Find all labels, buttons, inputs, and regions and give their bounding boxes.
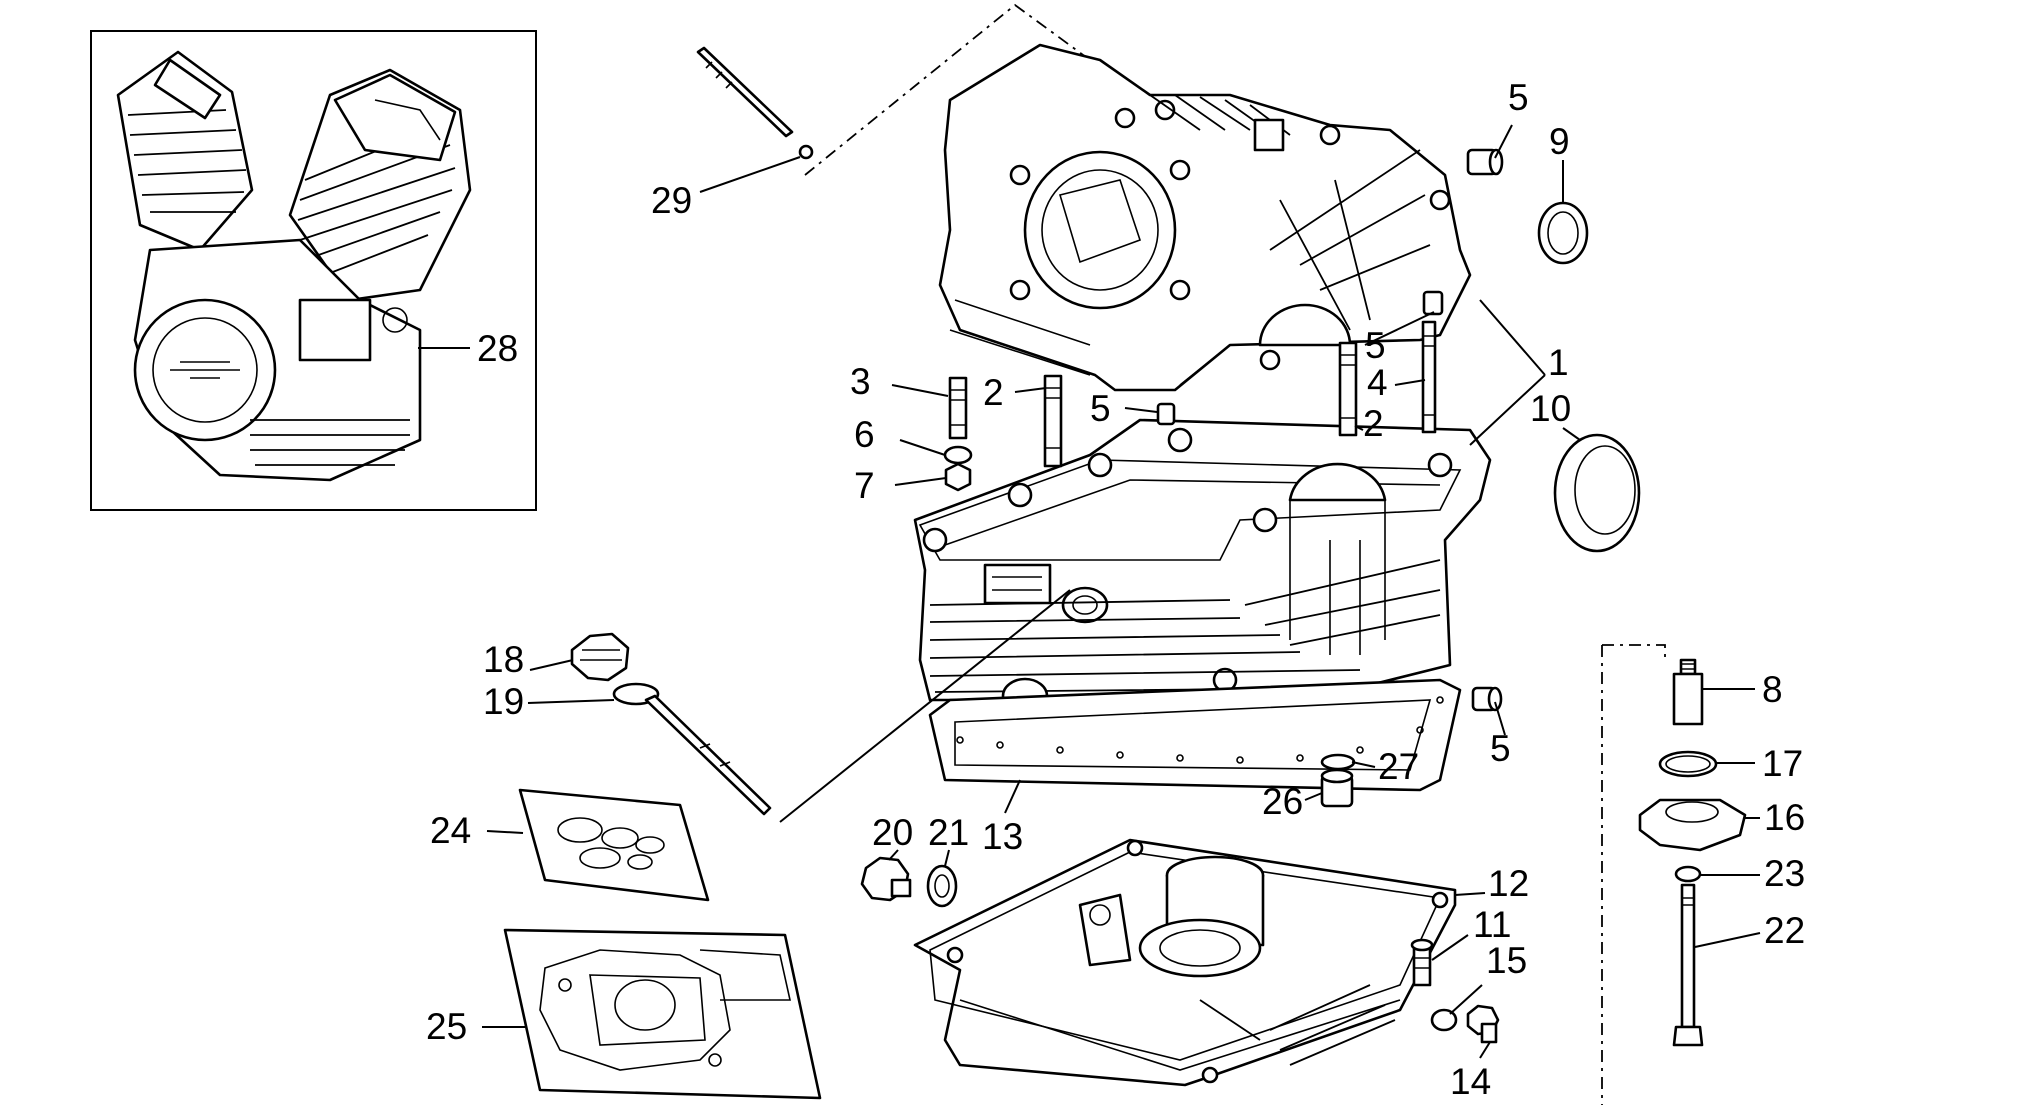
callout-28: 28 <box>477 328 518 369</box>
engine-inset <box>90 30 537 511</box>
callout-5-mid-left: 5 <box>1090 388 1111 429</box>
callout-14: 14 <box>1450 1061 1491 1102</box>
filter-adapter-group <box>1638 658 1747 1047</box>
callout-20: 20 <box>872 812 913 853</box>
callout-16: 16 <box>1764 797 1805 838</box>
callout-2-left: 2 <box>983 372 1004 413</box>
callout-27: 27 <box>1378 746 1419 787</box>
studs-and-fasteners <box>943 320 1437 492</box>
upper-crankcase-half <box>938 43 1472 392</box>
phantom-lines <box>804 3 1666 1105</box>
callout-17: 17 <box>1762 743 1803 784</box>
drain-plug-and-washer <box>860 856 958 908</box>
callout-labels: 1 2 2 3 4 5 5 5 5 6 7 8 9 10 11 12 13 14… <box>426 77 1805 1102</box>
callout-21: 21 <box>928 812 969 853</box>
callout-5-mid-right: 5 <box>1365 325 1386 366</box>
plug-and-washer <box>1320 753 1356 808</box>
filler-plug-and-dipstick <box>570 632 772 816</box>
callout-5-top: 5 <box>1508 77 1529 118</box>
sump-screws <box>1410 938 1500 1044</box>
callout-2-right: 2 <box>1363 403 1384 444</box>
callout-23: 23 <box>1764 853 1805 894</box>
callout-1: 1 <box>1548 342 1569 383</box>
engine-assembly-drawing <box>116 50 472 482</box>
callout-4: 4 <box>1367 362 1388 403</box>
dowels <box>1156 148 1504 712</box>
oil-seals <box>1537 201 1641 553</box>
callout-13: 13 <box>982 816 1023 857</box>
callout-3: 3 <box>850 361 871 402</box>
callout-15: 15 <box>1486 940 1527 981</box>
callout-6: 6 <box>854 414 875 455</box>
oil-sump <box>913 838 1457 1087</box>
callout-11: 11 <box>1473 904 1511 945</box>
callout-18: 18 <box>483 639 524 680</box>
leader-lines <box>482 124 1761 1059</box>
callout-12: 12 <box>1488 863 1529 904</box>
stud-29 <box>696 46 814 160</box>
seal-kit <box>518 788 710 902</box>
callout-22: 22 <box>1764 910 1805 951</box>
callout-10: 10 <box>1530 388 1571 429</box>
callout-24: 24 <box>430 810 471 851</box>
callout-5-bottom: 5 <box>1490 728 1511 769</box>
callout-9: 9 <box>1549 121 1570 162</box>
callout-29: 29 <box>651 180 692 221</box>
gasket-kit <box>503 928 822 1100</box>
callout-25: 25 <box>426 1006 467 1047</box>
lower-crankcase-half <box>913 418 1492 715</box>
callout-26: 26 <box>1262 781 1303 822</box>
callout-7: 7 <box>854 465 875 506</box>
callout-8: 8 <box>1762 669 1783 710</box>
callout-19: 19 <box>483 681 524 722</box>
